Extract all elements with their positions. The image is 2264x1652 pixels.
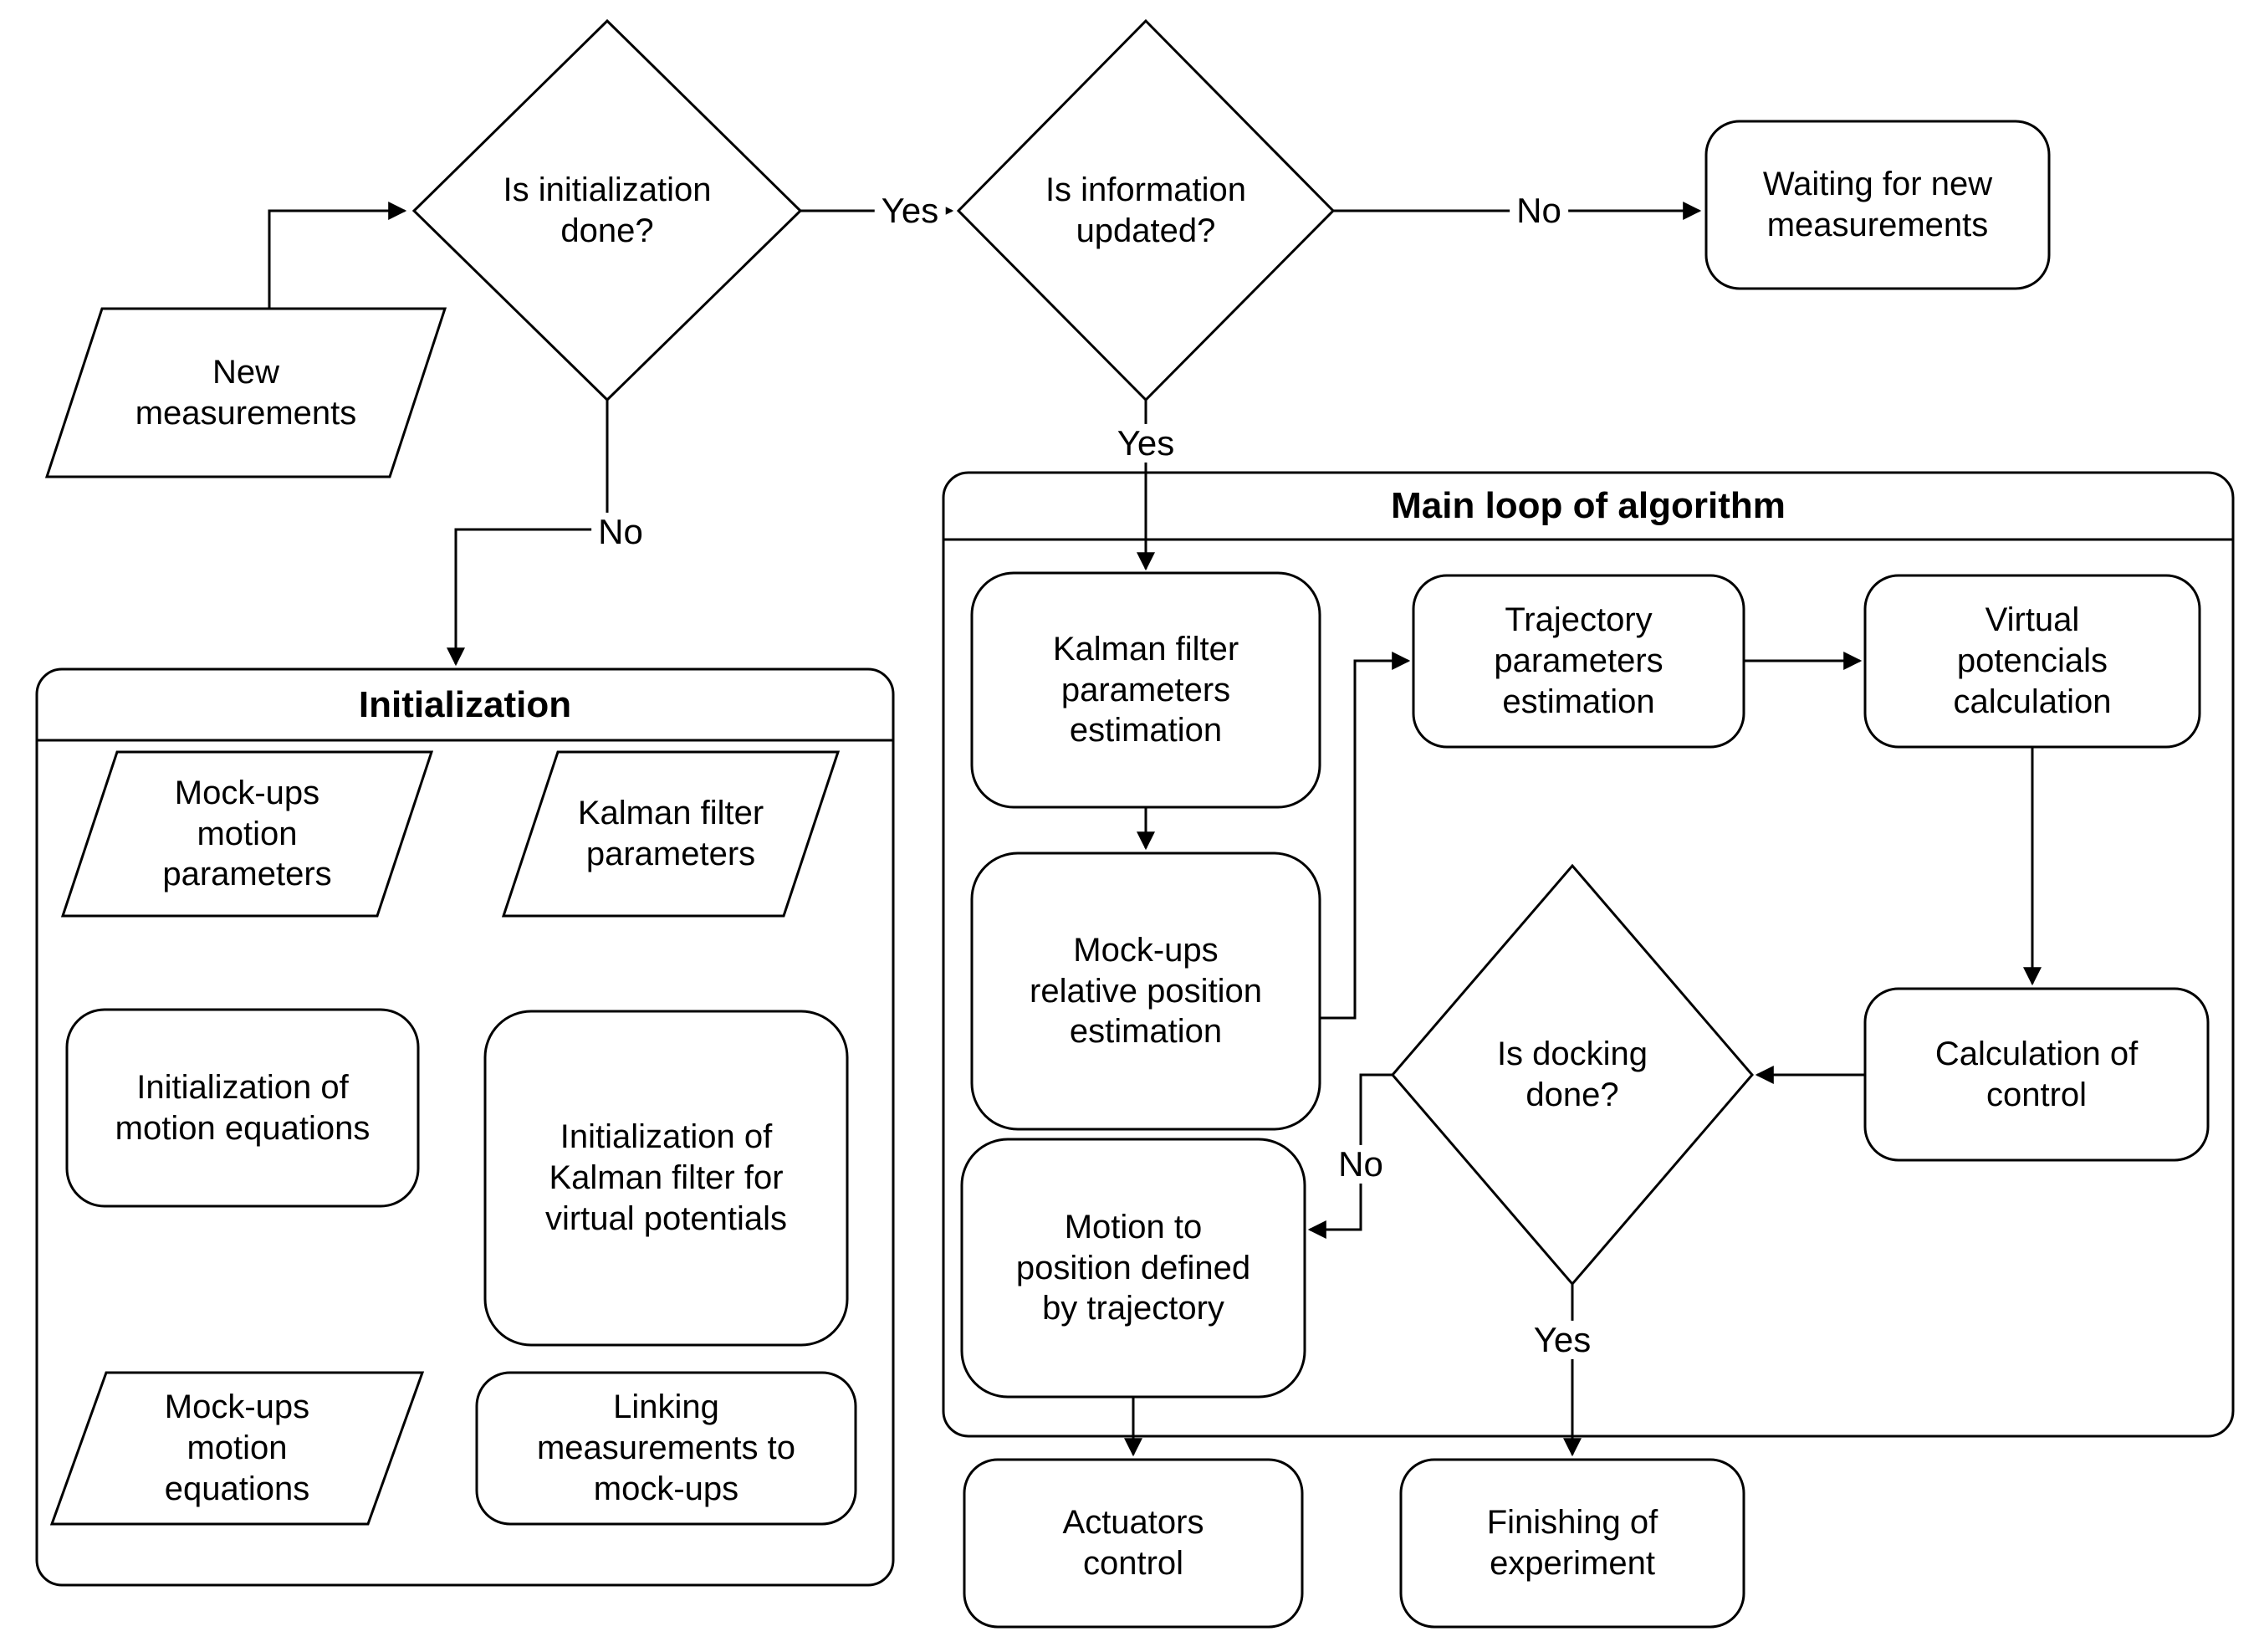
mockups-relative-position-estimation-label: Mock-ups relative position estimation	[1030, 931, 1262, 1051]
mockups-motion-parameters-parallelogram	[60, 750, 434, 918]
finishing-of-experiment-label: Finishing of experiment	[1486, 1504, 1658, 1582]
edge-label-docking-no: No	[1331, 1144, 1390, 1184]
edge-label-init-done-yes: Yes	[874, 191, 946, 231]
motion-to-position-label: Motion to position defined by trajectory	[1015, 1208, 1251, 1327]
mockups-motion-parameters-label: Mock-ups motion parameters	[162, 774, 332, 893]
initialization-of-kalman-filter-label: Initialization of Kalman filter for virt…	[544, 1118, 788, 1237]
edge-init-done-no-to-initialization	[447, 400, 609, 667]
calculation-of-control-label: Calculation of control	[1934, 1035, 2139, 1113]
trajectory-parameters-estimation-label: Trajectory parameters estimation	[1494, 601, 1664, 720]
new-measurements-label: New measurements	[135, 353, 357, 432]
main-loop-section-title: Main loop of algorithm	[1391, 485, 1786, 527]
edge-relative-position-to-trajectory	[1320, 652, 1411, 1020]
linking-measurements-box	[475, 1371, 857, 1526]
is-information-updated-label: Is information updated?	[1045, 171, 1247, 249]
mockups-relative-position-estimation-box	[970, 852, 1321, 1131]
edge-label-init-done-no: No	[591, 512, 650, 552]
initialization-of-motion-equations-box	[65, 1008, 420, 1208]
waiting-for-new-measurements-label: Waiting for new measurements	[1762, 166, 1993, 243]
kalman-filter-parameters-parallelogram	[501, 750, 841, 918]
initialization-of-motion-equations-label: Initialization of motion equations	[115, 1068, 371, 1147]
waiting-for-new-measurements-box	[1704, 120, 2051, 290]
edge-new-measurements-to-init-done	[268, 202, 407, 309]
new-measurements-parallelogram	[44, 307, 447, 478]
initialization-section-title: Initialization	[358, 683, 572, 725]
kalman-filter-parameters-label: Kalman filter parameters	[577, 795, 764, 872]
kalman-filter-parameters-estimation-label: Kalman filter parameters estimation	[1052, 630, 1239, 749]
edge-label-info-updated-no: No	[1510, 191, 1568, 231]
is-docking-done-label: Is docking done?	[1496, 1036, 1648, 1113]
initialization-of-kalman-filter-box	[483, 1010, 849, 1347]
actuators-control-box	[963, 1458, 1304, 1629]
mockups-motion-equations-label: Mock-ups motion equations	[164, 1389, 310, 1507]
virtual-potencials-calculation-label: Virtual potencials calculation	[1953, 601, 2112, 720]
edge-label-info-updated-yes: Yes	[1110, 423, 1182, 463]
is-initialization-done-label: Is initialization done?	[503, 171, 712, 249]
actuators-control-label: Actuators control	[1062, 1504, 1204, 1582]
edge-label-docking-yes: Yes	[1526, 1320, 1598, 1360]
linking-measurements-label: Linking measurements to mock-ups	[536, 1389, 796, 1507]
mockups-motion-equations-parallelogram	[49, 1371, 425, 1526]
finishing-of-experiment-box	[1399, 1458, 1745, 1629]
